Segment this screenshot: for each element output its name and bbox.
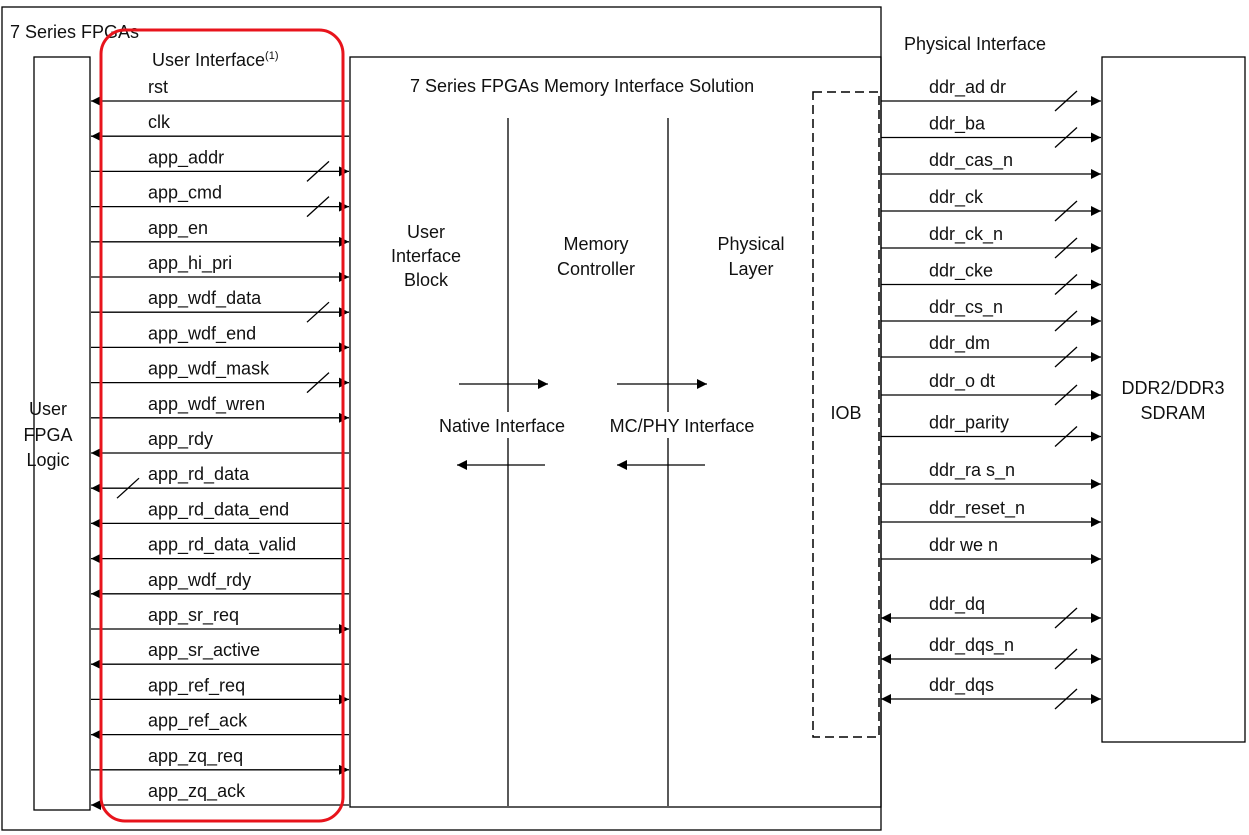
user-interface-label: User Interface(1) [152,50,279,70]
signal-label-app-addr: app_addr [148,147,224,168]
signal-label-app-wdf-rdy: app_wdf_rdy [148,570,251,591]
signal-label-ddr-cke: ddr_cke [929,261,993,282]
signal-label-app-wdf-wren: app_wdf_wren [148,394,265,415]
bus-slash-ddr-o-dt [1054,384,1078,406]
signal-label-ddr-dqs: ddr_dqs [929,675,994,696]
bus-slash-app-addr [306,160,330,182]
bus-slash-ddr-parity [1054,426,1078,447]
user-fpga-logic-box [33,56,91,811]
signal-label-app-ref-ack: app_ref_ack [148,711,248,732]
signal-label-ddr-cs-n: ddr_cs_n [929,297,1003,318]
bus-slash-ddr-cs-n [1054,310,1078,332]
signal-label-ddr-we-n: ddr we n [929,535,998,555]
mem-ctrl-line2: Controller [557,259,635,279]
signal-label-ddr-parity: ddr_parity [929,413,1009,434]
signal-label-ddr-ra-s-n: ddr_ra s_n [929,460,1015,481]
bus-slash-ddr-ck-n [1054,237,1078,259]
signal-label-app-sr-req: app_sr_req [148,605,239,626]
ui-block-line1: User [407,222,445,242]
physical-interface-signals: ddr_ad dr ddr_ba ddr_cas_n ddr_ck ddr_ck_ndd… [881,77,1101,710]
user-interface-signals: rst clk app_addr app_cmd app_en app_hi_priapp… [91,77,349,810]
user-fpga-logic-line2: FPGA [23,425,72,445]
signal-label-app-rdy: app_rdy [148,429,213,450]
iob-box [812,91,880,738]
bus-slash-ddr-ck [1054,200,1078,222]
signal-label-ddr-cas-n: ddr_cas_n [929,150,1013,171]
user-interface-highlight [99,28,345,823]
bus-slash-ddr-dqs [1054,688,1078,710]
bus-slash-ddr-cke [1054,274,1078,295]
sdram-box [1101,56,1246,743]
signal-label-ddr-dm: ddr_dm [929,333,990,354]
iob-label: IOB [830,403,861,423]
mis-solution-box [349,56,882,808]
signal-label-ddr-ad-dr: ddr_ad dr [929,77,1006,98]
signal-label-app-zq-req: app_zq_req [148,746,243,767]
signal-label-ddr-reset-n: ddr_reset_n [929,498,1025,519]
phy-layer-line2: Layer [728,259,773,279]
signal-label-app-wdf-end: app_wdf_end [148,323,256,344]
user-fpga-logic-line3: Logic [26,450,69,470]
signal-label-app-sr-active: app_sr_active [148,640,260,661]
bus-slash-app-rd-data [116,477,140,499]
signal-label-app-cmd: app_cmd [148,183,222,204]
signal-label-ddr-ba: ddr_ba [929,114,986,135]
ui-block-line3: Block [404,270,449,290]
signal-label-app-rd-data-end: app_rd_data_end [148,499,289,520]
signal-label-ddr-o-dt: ddr_o dt [929,371,995,392]
sdram-line1: DDR2/DDR3 [1121,378,1224,398]
mis-title: 7 Series FPGAs Memory Interface Solution [410,76,754,96]
mem-ctrl-line1: Memory [563,234,628,254]
signal-label-app-en: app_en [148,218,208,239]
signal-label-clk: clk [148,112,171,132]
signal-label-ddr-ck: ddr_ck [929,187,984,208]
user-fpga-logic-line1: User [29,399,67,419]
bus-slash-ddr-dqs-n [1054,648,1078,670]
native-interface-label: Native Interface [439,416,565,436]
signal-label-app-rd-data: app_rd_data [148,464,250,485]
sdram-line2: SDRAM [1140,403,1205,423]
bus-slash-ddr-dq [1054,607,1078,629]
signal-label-app-hi-pri: app_hi_pri [148,253,232,274]
signal-label-app-wdf-mask: app_wdf_mask [148,359,270,380]
signal-label-rst: rst [148,77,168,97]
bus-slash-ddr-dm [1054,346,1078,368]
native-label-backdrop [428,412,576,438]
phy-layer-line1: Physical [717,234,784,254]
ui-block-line2: Interface [391,246,461,266]
signal-label-app-zq-ack: app_zq_ack [148,781,246,802]
signal-label-app-rd-data-valid: app_rd_data_valid [148,535,296,556]
signal-label-ddr-dq: ddr_dq [929,594,985,615]
bus-slash-ddr-ad-dr [1054,90,1078,112]
mcphy-interface-label: MC/PHY Interface [610,416,755,436]
bus-slash-app-wdf-mask [306,372,330,394]
bus-slash-ddr-ba [1054,127,1078,148]
signal-label-app-wdf-data: app_wdf_data [148,288,262,309]
signal-label-app-ref-req: app_ref_req [148,675,245,696]
title-backdrop [6,18,174,46]
signal-label-ddr-ck-n: ddr_ck_n [929,224,1003,245]
signal-label-ddr-dqs-n: ddr_dqs_n [929,635,1014,656]
bus-slash-app-wdf-data [306,301,330,323]
bus-slash-app-cmd [306,196,330,218]
mcphy-label-backdrop [604,412,760,438]
physical-interface-label: Physical Interface [904,34,1046,54]
